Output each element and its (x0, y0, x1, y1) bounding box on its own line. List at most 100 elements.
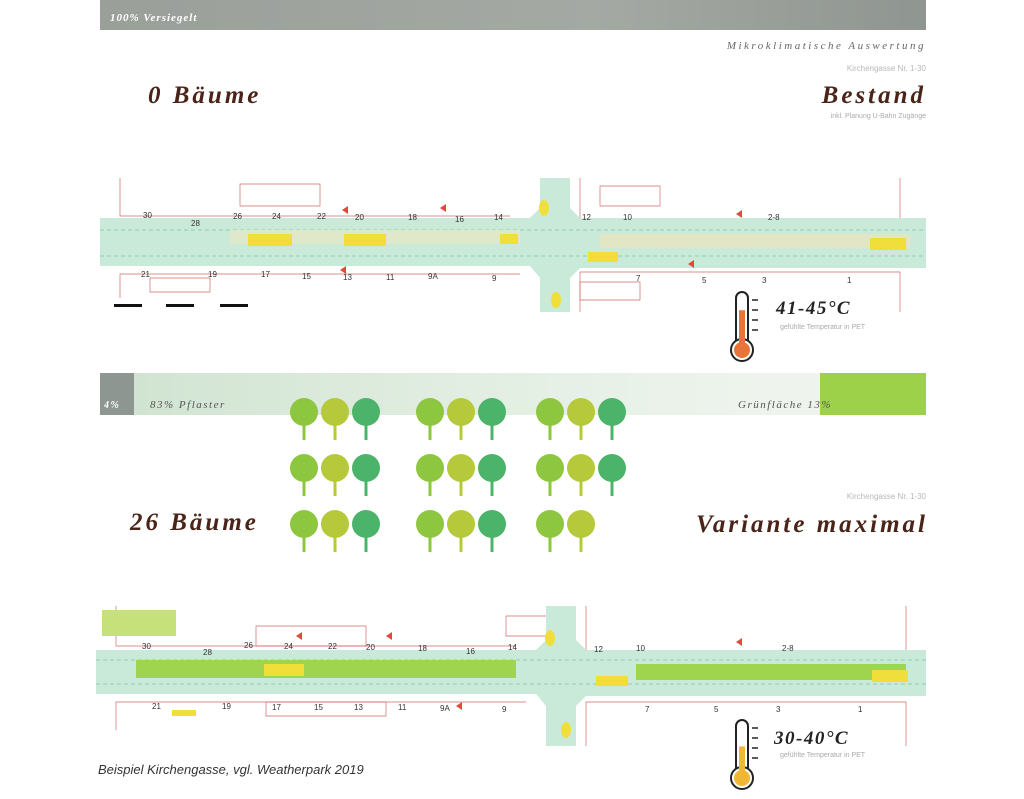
tree-icon (536, 398, 564, 426)
house-number: 9 (492, 274, 497, 283)
street-plan-variant (96, 606, 926, 746)
bottom-scenario-title: Variante maximal (695, 511, 928, 538)
tree-icon (478, 454, 506, 482)
house-number: 18 (418, 644, 427, 653)
top-temp-note: gefühlte Temperatur in PET (780, 324, 866, 331)
tree-icon (536, 454, 564, 482)
tree-icon (321, 398, 349, 426)
top-ref: Kirchengasse Nr. 1-30 (846, 64, 926, 73)
house-number: 14 (508, 643, 517, 652)
surface-bar (100, 373, 926, 415)
house-number: 9A (428, 272, 438, 281)
thermometer-icon (730, 291, 758, 362)
thermometer-fill (739, 310, 745, 348)
house-number: 7 (636, 274, 641, 283)
tree-icon (567, 510, 595, 538)
tree-icon (352, 510, 380, 538)
house-number: 20 (366, 643, 375, 652)
paving-pct: 83% Pflaster (150, 399, 226, 411)
sealed-label: 100% Versiegelt (110, 12, 198, 24)
house-number: 28 (191, 219, 200, 228)
thermometer-bulb-fill (734, 342, 750, 358)
house-number: 24 (284, 642, 293, 651)
top-trees-label: 0 Bäume (148, 82, 262, 109)
house-number: 17 (272, 703, 281, 712)
bottom-temp-note: gefühlte Temperatur in PET (780, 752, 866, 759)
tree-icon (598, 454, 626, 482)
house-number: 1 (847, 276, 852, 285)
page-subtitle: Mikroklimatische Auswertung (726, 40, 926, 52)
house-number: 21 (141, 270, 150, 279)
house-number: 5 (702, 276, 707, 285)
house-number: 18 (408, 213, 417, 222)
green-pct: Grünfläche 13% (738, 399, 833, 411)
house-number: 1 (858, 705, 863, 714)
house-number: 9 (502, 705, 507, 714)
house-number: 14 (494, 213, 503, 222)
house-number: 2-8 (768, 213, 780, 222)
tree-icon (321, 454, 349, 482)
tree-icon (352, 398, 380, 426)
thermometer-fill (739, 746, 745, 776)
house-number: 26 (244, 641, 253, 650)
thermometer-icon (730, 719, 758, 790)
tree-icon (567, 398, 595, 426)
house-number: 12 (594, 645, 603, 654)
header-bar (100, 0, 926, 30)
house-number: 10 (636, 644, 645, 653)
thermometer-bulb-fill (734, 770, 750, 786)
house-number: 9A (440, 704, 450, 713)
tree-icon (352, 454, 380, 482)
house-number: 16 (455, 215, 464, 224)
bottom-temperature: 30-40°C (774, 728, 850, 749)
tree-icon (478, 398, 506, 426)
street-plan-existing (100, 178, 926, 312)
house-number: 30 (142, 642, 151, 651)
house-number: 12 (582, 213, 591, 222)
top-temperature: 41-45°C (776, 298, 852, 319)
tree-icon (536, 510, 564, 538)
house-number: 10 (623, 213, 632, 222)
house-number: 13 (343, 273, 352, 282)
house-number: 7 (645, 705, 650, 714)
tree-icon (447, 398, 475, 426)
house-number: 24 (272, 212, 281, 221)
tree-icon (290, 510, 318, 538)
top-note: inkl. Planung U-Bahn Zugänge (830, 113, 926, 120)
tree-icon (290, 398, 318, 426)
house-number: 11 (386, 273, 395, 282)
bottom-trees-label: 26 Bäume (130, 509, 259, 536)
tree-icon (416, 398, 444, 426)
house-number: 5 (714, 705, 719, 714)
tree-icon (598, 398, 626, 426)
sealed-segment (100, 373, 134, 415)
green-segment (820, 373, 926, 415)
house-number: 13 (354, 703, 363, 712)
tree-icon (567, 454, 595, 482)
house-number: 3 (776, 705, 781, 714)
tree-icon (321, 510, 349, 538)
trees-illustration (290, 398, 626, 552)
house-number: 26 (233, 212, 242, 221)
house-number: 30 (143, 211, 152, 220)
house-number: 21 (152, 702, 161, 711)
house-number: 2-8 (782, 644, 794, 653)
house-number: 22 (328, 642, 337, 651)
tree-icon (290, 454, 318, 482)
house-number: 15 (302, 272, 311, 281)
tree-icon (447, 454, 475, 482)
house-number: 19 (208, 270, 217, 279)
house-number: 3 (762, 276, 767, 285)
bottom-ref: Kirchengasse Nr. 1-30 (846, 492, 926, 501)
tree-icon (416, 454, 444, 482)
top-scenario-title: Bestand (821, 82, 926, 109)
house-number: 16 (466, 647, 475, 656)
house-number: 20 (355, 213, 364, 222)
tree-icon (416, 510, 444, 538)
house-number: 11 (398, 703, 407, 712)
house-number: 17 (261, 270, 270, 279)
tree-icon (447, 510, 475, 538)
sealed-pct: 4% (104, 400, 121, 411)
house-number: 28 (203, 648, 212, 657)
figure-caption: Beispiel Kirchengasse, vgl. Weatherpark … (98, 762, 364, 777)
